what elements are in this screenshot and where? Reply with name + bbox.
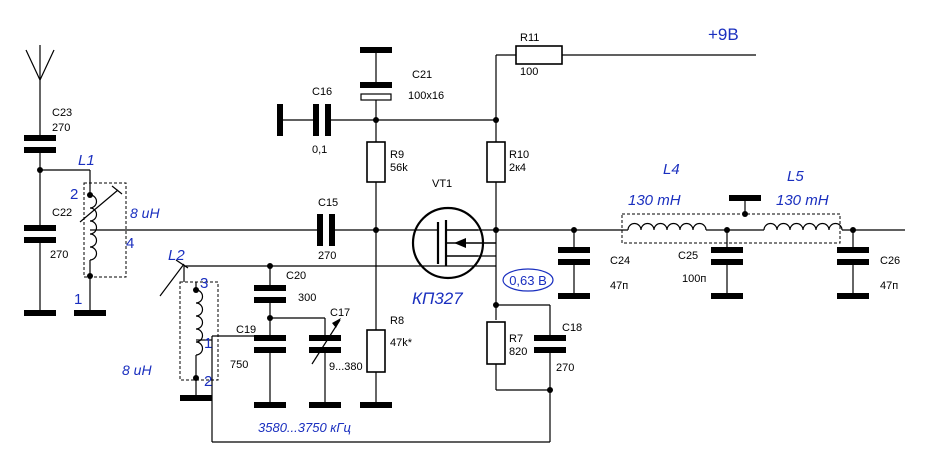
c23-value: 270	[52, 122, 70, 134]
vt1-ref: VT1	[432, 178, 452, 190]
r9-ref: R9	[390, 149, 404, 161]
c18-ref: C18	[562, 322, 582, 334]
r11-value: 100	[520, 66, 538, 78]
c19-ref: C19	[236, 324, 256, 336]
capacitor-c19	[254, 335, 286, 353]
c21-value: 100х16	[408, 90, 444, 102]
l1-ref: L1	[78, 152, 95, 169]
transistor-vt1-icon	[411, 206, 496, 280]
c17-ref: C17	[330, 307, 350, 319]
l2-value: 8 uH	[122, 362, 152, 378]
capacitor-c22	[24, 225, 56, 243]
l1-shield	[83, 182, 127, 278]
l2-pin-bottom-label: 2	[204, 373, 212, 390]
r7-ref: R7	[509, 333, 523, 345]
c22-value: 270	[50, 249, 68, 261]
coil-l1-winding	[89, 194, 98, 261]
l1-pin-bottom-label: 1	[74, 291, 82, 308]
c20-value: 300	[298, 292, 316, 304]
l2-pin-top-label: 3	[200, 275, 208, 292]
capacitor-c21	[360, 82, 392, 101]
resistor-r8	[366, 329, 386, 373]
c16-value: 0,1	[312, 144, 327, 156]
l2-shield	[179, 281, 219, 381]
c15-value: 270	[318, 250, 336, 262]
l1-value: 8 uH	[130, 205, 160, 221]
c17-value: 9...380	[329, 361, 363, 373]
voltage-label: 0,63 В	[509, 273, 547, 288]
l1-pin-tap-label: 4	[126, 235, 134, 252]
l4-ref: L4	[663, 161, 680, 178]
antenna-icon	[25, 45, 55, 81]
c21-ref: C21	[412, 69, 432, 81]
junction-dots	[267, 117, 856, 393]
r10-ref: R10	[509, 149, 529, 161]
tuning-arrow-l1-icon	[79, 185, 123, 223]
vt1-type: КП327	[412, 289, 463, 308]
voltage-bubble	[502, 268, 554, 292]
capacitor-c25	[711, 247, 743, 265]
l2-ref: L2	[168, 247, 185, 264]
c26-value: 47п	[880, 280, 898, 292]
tuning-arrow-c17-icon	[311, 318, 341, 365]
capacitor-c24	[558, 247, 590, 265]
resistor-r10	[486, 141, 506, 183]
capacitor-c20	[254, 285, 286, 303]
l2-pin-top	[193, 287, 199, 293]
c16-ref: C16	[312, 86, 332, 98]
l5-value: 130 mH	[776, 192, 829, 209]
c26-ref: C26	[880, 255, 900, 267]
capacitor-c23	[24, 135, 56, 153]
r9-value: 56k	[390, 162, 408, 174]
l2-pin-bottom	[193, 375, 199, 381]
l2-pin-tap-label: 1	[204, 335, 212, 352]
c25-value: 100п	[682, 273, 706, 285]
c24-ref: C24	[610, 255, 630, 267]
l4-value: 130 mH	[628, 192, 681, 209]
resistor-r7	[486, 321, 506, 365]
r8-value: 47k*	[390, 337, 413, 349]
c25-ref: C25	[678, 250, 698, 262]
l4-l5-shield	[621, 213, 841, 244]
resistor-r11	[515, 45, 563, 65]
coil-l5-winding	[763, 222, 843, 231]
junction-c23-c22	[37, 167, 43, 173]
r10-value: 2к4	[509, 162, 526, 174]
coil-l4-winding	[627, 222, 707, 231]
capacitor-c15	[317, 214, 335, 246]
resistor-r9	[366, 141, 386, 183]
c18-value: 270	[556, 362, 574, 374]
l5-ref: L5	[787, 168, 804, 185]
frequency-range: 3580...3750 кГц	[258, 420, 351, 435]
r7-value: 820	[509, 346, 527, 358]
r11-ref: R11	[520, 32, 539, 44]
capacitor-c16	[313, 104, 331, 136]
c24-value: 47п	[610, 280, 628, 292]
c22-ref: C22	[52, 207, 72, 219]
coil-l2-winding	[195, 289, 204, 356]
l1-pin-top	[87, 192, 93, 198]
c19-value: 750	[230, 359, 248, 371]
capacitor-c26	[837, 247, 869, 265]
r8-ref: R8	[390, 315, 404, 327]
l1-pin-bottom	[87, 273, 93, 279]
c15-ref: C15	[318, 197, 338, 209]
tuning-arrow-l2-icon	[159, 259, 189, 297]
l1-pin-top-label: 2	[70, 186, 78, 203]
supply-label: +9В	[708, 25, 739, 44]
c20-ref: C20	[286, 270, 306, 282]
c23-ref: C23	[52, 107, 72, 119]
capacitor-c18	[534, 335, 566, 353]
